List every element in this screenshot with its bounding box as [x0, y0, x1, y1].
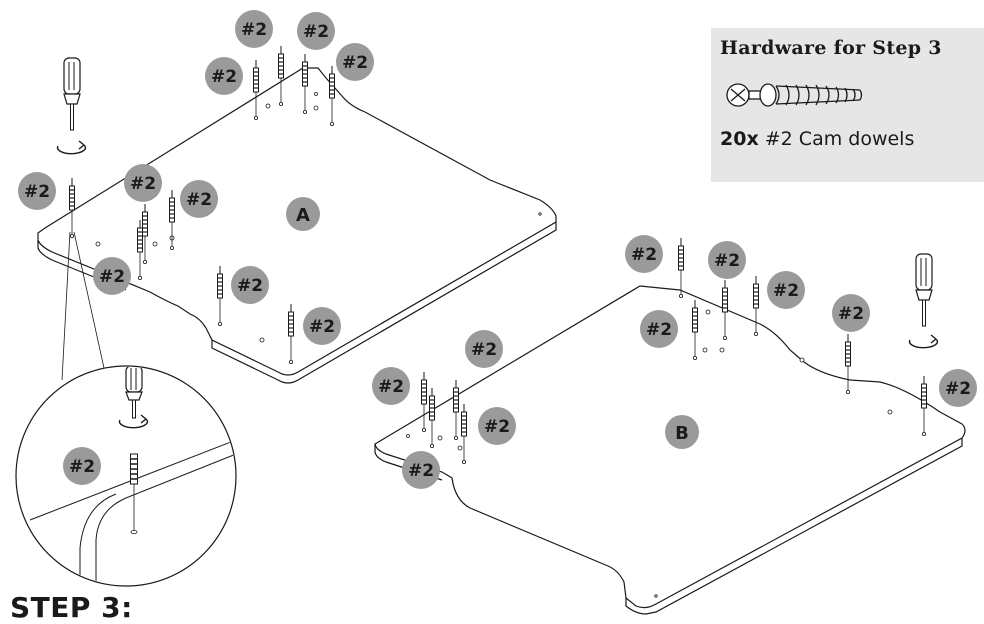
badge-label: #2	[773, 281, 799, 301]
hardware-item: #2 Cam dowels	[764, 128, 915, 150]
badge: #2	[180, 180, 218, 218]
badge-label: #2	[303, 22, 329, 42]
badge-label: #2	[186, 190, 212, 210]
badge-label: #2	[714, 251, 740, 271]
hardware-quantity: 20x	[720, 128, 759, 150]
cam-dowel-icon	[726, 83, 863, 107]
hardware-title: Hardware for Step 3	[720, 37, 942, 59]
badge-label: #2	[408, 461, 434, 481]
badge-label: #2	[130, 174, 156, 194]
hardware-quantity-line: 20x #2 Cam dowels	[720, 128, 914, 150]
badge-label: #2	[309, 317, 335, 337]
badge: #2	[402, 451, 440, 489]
badge-label: #2	[237, 276, 263, 296]
badge: #2	[708, 241, 746, 279]
badge: #2	[205, 57, 243, 95]
badge-label: #2	[211, 67, 237, 87]
badge-label: #2	[69, 457, 95, 477]
screwdriver-icon	[915, 253, 933, 327]
badge-label: #2	[838, 304, 864, 324]
part-label-b: B	[665, 415, 699, 449]
badge: #2	[640, 310, 678, 348]
badge-label: #2	[241, 20, 267, 40]
hardware-panel: Hardware for Step 3 20x #2 Cam dowels	[711, 28, 984, 182]
badge: #2	[832, 294, 870, 332]
badge: #2	[235, 10, 273, 48]
badge-label: #2	[342, 53, 368, 73]
step-title: STEP 3:	[10, 591, 133, 624]
rotate-arrow-icon	[908, 334, 939, 349]
badge: #2	[939, 369, 977, 407]
badge: #2	[336, 43, 374, 81]
panel-b	[374, 285, 966, 615]
badge: #2	[63, 447, 101, 485]
part-label-a: A	[286, 197, 320, 231]
part-a-letter: A	[296, 205, 310, 226]
badge-label: #2	[484, 417, 510, 437]
badge: #2	[231, 266, 269, 304]
part-b-letter: B	[675, 423, 689, 444]
badge: #2	[124, 164, 162, 202]
badge-label: #2	[24, 182, 50, 202]
badge: #2	[465, 330, 503, 368]
detail-callout	[15, 231, 237, 587]
badge: #2	[297, 12, 335, 50]
badge-label: #2	[631, 245, 657, 265]
badge-label: #2	[471, 340, 497, 360]
badge: #2	[478, 407, 516, 445]
badge: #2	[767, 271, 805, 309]
badge: #2	[303, 307, 341, 345]
rotate-arrow-icon	[56, 140, 87, 155]
screwdriver-icon	[63, 57, 81, 131]
cam-dowel-icon	[677, 237, 685, 299]
badge-label: #2	[945, 379, 971, 399]
badge: #2	[93, 257, 131, 295]
badge: #2	[372, 367, 410, 405]
badge: #2	[625, 235, 663, 273]
badge-label: #2	[378, 377, 404, 397]
badge-label: #2	[646, 320, 672, 340]
badge: #2	[18, 172, 56, 210]
badge-label: #2	[99, 267, 125, 287]
